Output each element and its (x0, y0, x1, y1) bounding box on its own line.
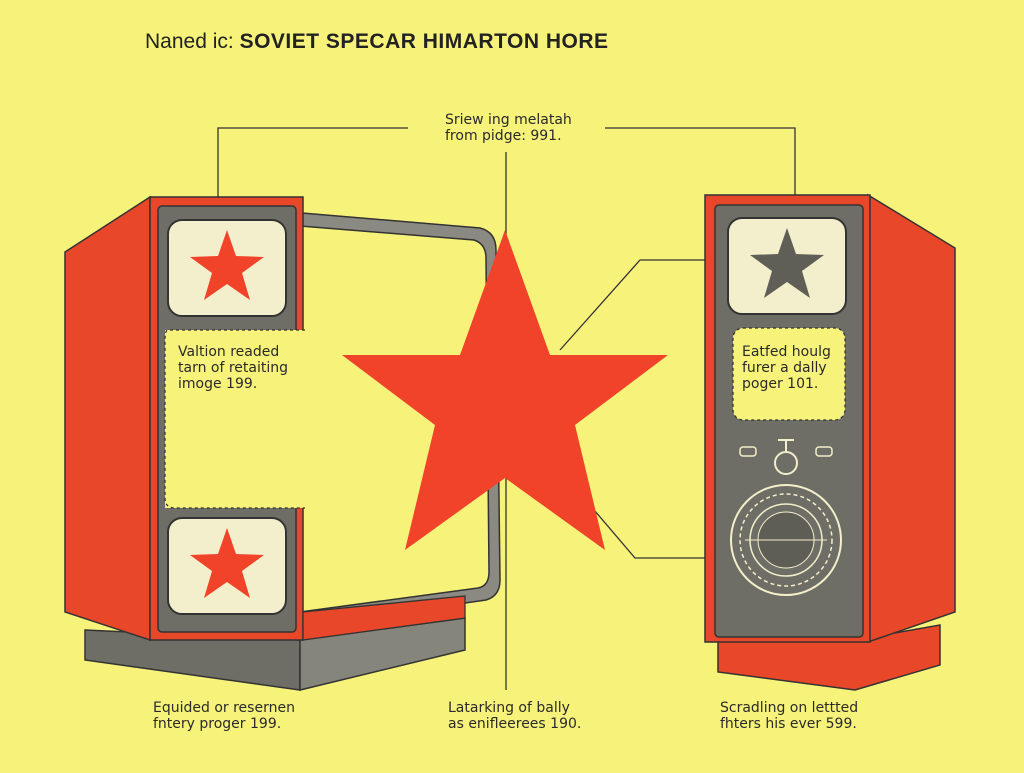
callout-line: imoge 199. (178, 376, 258, 392)
callout-line: Valtion readed (178, 344, 280, 360)
callout-line: poger 101. (742, 376, 819, 392)
callout-line: fhters his ever 599. (720, 716, 857, 732)
callout-line: Equided or resernen (153, 700, 295, 716)
callout-line: as enifleerees 190. (448, 716, 582, 732)
callout-top-center: Sriew ing melatah from pidge: 991. (445, 112, 572, 144)
star-icon-right-top (750, 228, 824, 298)
right-switch-icon (815, 446, 833, 457)
tuning-dial-icon (730, 484, 842, 596)
callout-bottom-left: Equided or resernen fntery proger 199. (153, 700, 295, 732)
leader-top-right (605, 127, 796, 197)
callout-right-panel: Eatfed houlg furer a dally poger 101. (742, 344, 831, 392)
callout-left-panel: Valtion readed tarn of retaiting imoge 1… (178, 344, 288, 392)
callout-line: fntery proger 199. (153, 716, 282, 732)
callout-line: Latarking of bally (448, 700, 570, 716)
left-switch-icon (739, 446, 757, 457)
callout-line: Sriew ing melatah (445, 112, 572, 128)
callout-line: tarn of retaiting (178, 360, 289, 376)
right-tv-unit (704, 193, 956, 691)
leader-top-left (217, 127, 408, 197)
callout-line: from pidge: 991. (445, 128, 562, 144)
left-tv-unit (64, 195, 501, 691)
screen-stars (190, 228, 824, 598)
callout-bottom-right: Scradling on lettted fhters his ever 599… (720, 700, 858, 732)
title-prefix: Naned ic: (145, 30, 234, 53)
callout-line: Eatfed houlg (742, 344, 831, 360)
star-icon-left-bottom (190, 528, 264, 598)
star-icon-left-top (190, 230, 264, 300)
callout-line: Scradling on lettted (720, 700, 859, 716)
central-red-star-icon (342, 230, 668, 550)
leader-right-top-screen (559, 259, 705, 351)
callout-bottom-center: Latarking of bally as enifleerees 190. (448, 700, 581, 732)
title-main: SOVIET SPECAR HIMARTON HORE (239, 30, 609, 53)
callout-line: furer a dally (742, 360, 827, 376)
diagram-title: Naned ic: SOVIET SPECAR HIMARTON HORE (145, 30, 609, 54)
